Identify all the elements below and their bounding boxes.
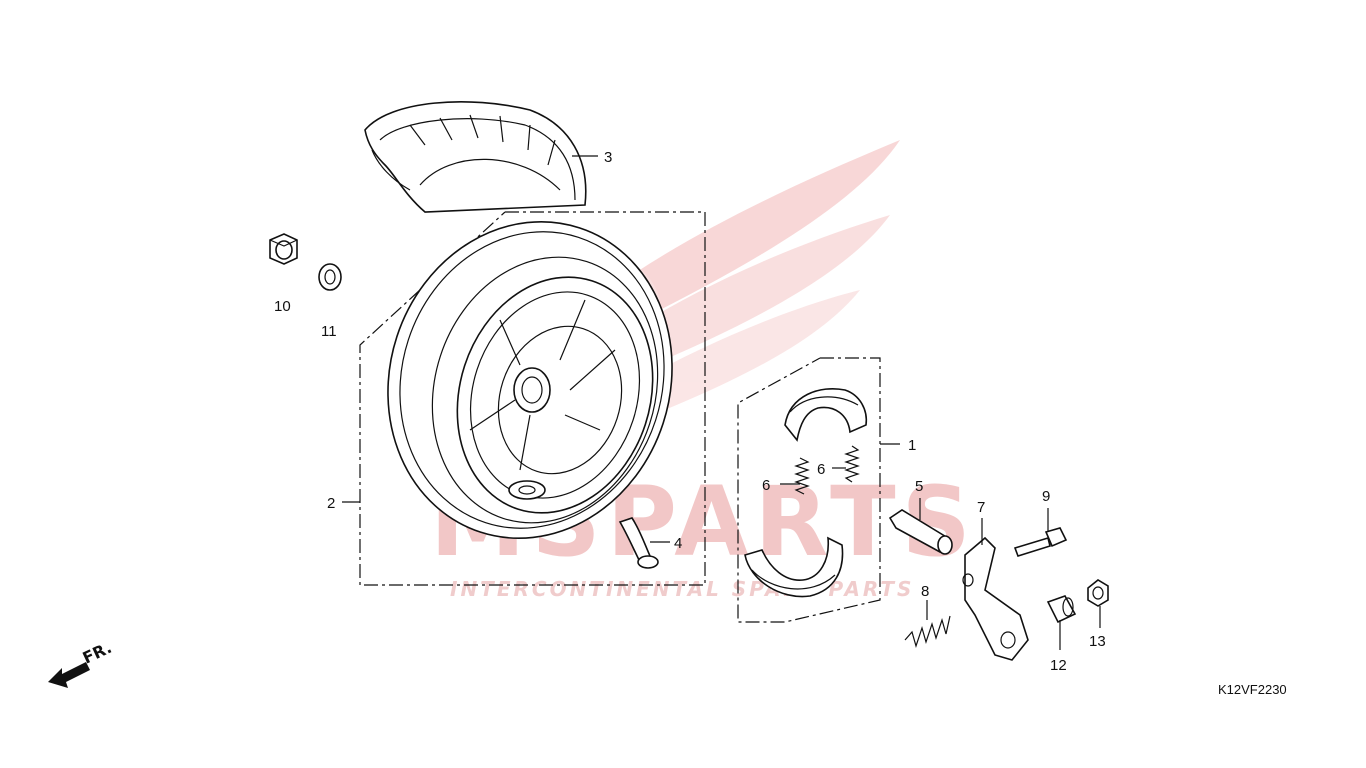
- wheel-assembly-box: [359, 211, 706, 586]
- nut-part-10: [269, 233, 298, 265]
- callout-4: 4: [674, 535, 682, 552]
- wheel-rim-part: [387, 221, 673, 539]
- collar-part: [1046, 595, 1077, 624]
- tire-part: [364, 101, 587, 213]
- spring-part-6a: [794, 457, 810, 495]
- callout-1: 1: [908, 437, 916, 454]
- callout-13: 13: [1089, 633, 1106, 650]
- callout-6a: 6: [762, 477, 770, 494]
- front-direction-label: FR.: [80, 638, 115, 668]
- diagram-code: K12VF2230: [1218, 682, 1287, 697]
- valve-part: [618, 517, 659, 569]
- brake-shoe-lower: [744, 536, 844, 598]
- bolt-part: [1013, 527, 1068, 557]
- watermark-tagline-text: INTERCONTINENTAL SPARE PARTS: [450, 577, 914, 601]
- washer-part-11: [318, 263, 342, 291]
- brake-arm-part: [962, 536, 1029, 661]
- return-spring-part: [904, 615, 951, 649]
- nut-part-13: [1087, 579, 1109, 607]
- callout-3: 3: [604, 149, 612, 166]
- front-direction-indicator: FR.: [48, 638, 115, 688]
- callout-12: 12: [1050, 657, 1067, 674]
- callout-5: 5: [915, 478, 923, 495]
- brake-shoe-box: [737, 357, 881, 623]
- callout-7: 7: [977, 499, 985, 516]
- brake-cam-part: [888, 509, 953, 555]
- callout-2: 2: [327, 495, 335, 512]
- brake-shoe-upper: [784, 388, 868, 442]
- leader-lines: [342, 155, 1101, 650]
- callouts: 1 2 3 4 5 6 6 7 8 9 10 11 12 13: [274, 149, 1106, 674]
- callout-11: 11: [321, 323, 337, 340]
- callout-9: 9: [1042, 488, 1050, 505]
- callout-6b: 6: [817, 461, 825, 478]
- callout-10: 10: [274, 298, 291, 315]
- spring-part-6b: [844, 445, 860, 483]
- callout-8: 8: [921, 583, 929, 600]
- front-arrow-icon: [48, 662, 90, 688]
